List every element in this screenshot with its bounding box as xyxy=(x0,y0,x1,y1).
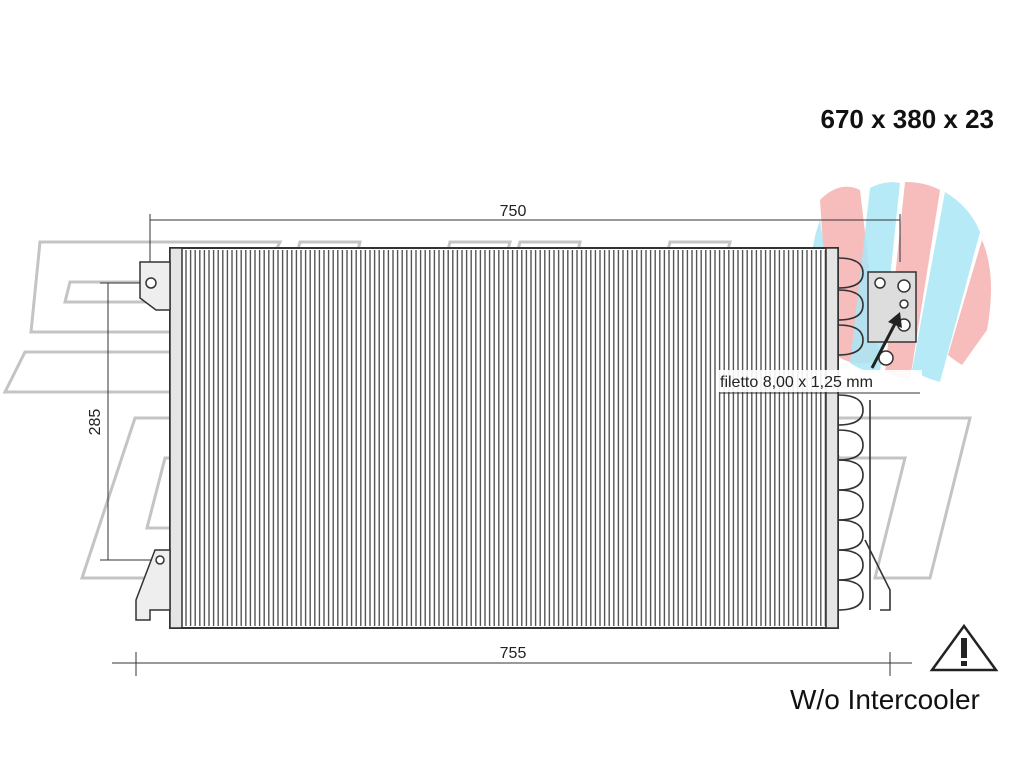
bottom-width-label: 755 xyxy=(500,645,527,662)
dimension-bottom xyxy=(112,652,912,676)
condenser-core xyxy=(169,247,839,629)
dimension-top xyxy=(149,214,901,262)
fitting-block xyxy=(867,271,917,366)
height-label: 285 xyxy=(87,409,104,436)
warning-triangle-icon xyxy=(929,623,999,672)
thread-pointer-arrow-icon xyxy=(870,312,902,369)
thread-label-bg xyxy=(716,370,922,392)
top-width-label: 750 xyxy=(500,203,527,220)
thread-label: filetto 8,00 x 1,25 mm xyxy=(720,374,873,391)
intercooler-note: W/o Intercooler xyxy=(790,684,980,715)
right-tube-bundle xyxy=(837,257,891,611)
overall-size-label: 670 x 380 x 23 xyxy=(820,104,995,134)
left-brackets xyxy=(135,261,171,621)
